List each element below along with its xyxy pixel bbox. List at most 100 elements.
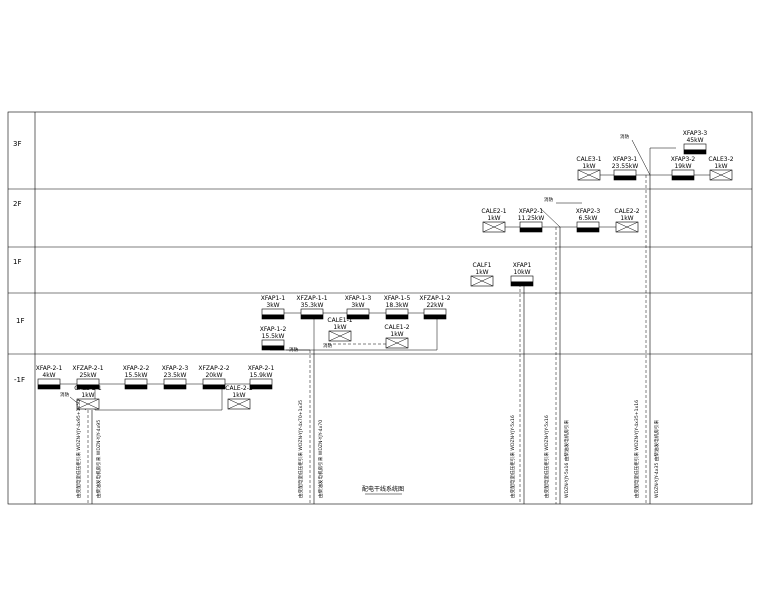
device-name-label: CALE3-1 — [576, 156, 601, 163]
device-power-label: 19kW — [674, 163, 691, 170]
device-name-label: CALE3-2 — [708, 156, 733, 163]
panel-fill — [577, 227, 599, 232]
panel-fill — [614, 175, 636, 180]
feeder-cable-note: WDZN-YJY-5x16 由柴油发电机房引来 — [563, 419, 570, 498]
device-name-label: CALE1-1 — [327, 317, 352, 324]
drawing-title: 配电干线系统图 — [362, 485, 404, 493]
device-power-label: 23.5kW — [164, 372, 187, 379]
feeder-cable-note: 由变配电室低压柜引来 WDZN-YJY-4x35+1x16 — [633, 400, 640, 498]
panel-fill — [262, 314, 284, 319]
device-power-label: 45kW — [686, 137, 703, 144]
floor-label: 3F — [13, 140, 21, 148]
junction-label: 消防 — [323, 342, 333, 349]
floor-label: -1F — [14, 376, 25, 384]
panel-fill — [347, 314, 369, 319]
device-power-label: 18.3kW — [386, 302, 409, 309]
cross-mark — [328, 330, 352, 342]
panel-fill — [301, 314, 323, 319]
feeder-cable-note: 由变配电室低压柜引来 WDZN-YJY-4x95+1x50 — [75, 400, 82, 498]
junction-label: 消防 — [60, 391, 70, 398]
device-power-label: 35.3kW — [301, 302, 324, 309]
device-name-label: XFAP1 — [513, 262, 532, 269]
distribution-panel: XFZAP-1-135.3kW — [296, 295, 328, 320]
distribution-panel: XFAP-2-323.5kW — [162, 365, 189, 390]
distribution-panel: XFAP3-123.55kW — [612, 156, 638, 181]
device-power-label: 1kW — [232, 392, 245, 399]
device-name-label: CALE1-2 — [384, 324, 409, 331]
device-power-label: 22kW — [426, 302, 443, 309]
device-power-label: 1kW — [620, 215, 633, 222]
feeder-cable-note: 由变配电室低压柜引来 WDZN-YJY-4x70+1x35 — [297, 400, 304, 498]
panel-fill — [38, 384, 60, 389]
device-power-label: 15.9kW — [250, 372, 273, 379]
device-name-label: CALE2-1 — [481, 208, 506, 215]
device-name-label: XFAP-1-3 — [345, 295, 372, 302]
device-name-label: XFZAP-2-1 — [72, 365, 103, 372]
floor-label: 1F — [16, 317, 24, 325]
distribution-panel: XFAP2-36.5kW — [576, 208, 601, 233]
device-name-label: XFZAP-1-2 — [419, 295, 450, 302]
panel-fill — [250, 384, 272, 389]
device-power-label: 1kW — [390, 331, 403, 338]
distribution-panel: XFAP-1-518.3kW — [384, 295, 411, 320]
device-name-label: CALE-2-1 — [74, 385, 102, 392]
cross-mark — [227, 398, 251, 410]
cross-mark — [385, 337, 409, 349]
feeder-cable-note: 由柴油发电机房引来 WDZN-YJY-4x95 — [95, 420, 102, 498]
feeder-dashed-lines — [87, 175, 647, 504]
panel-fill — [77, 384, 99, 389]
feeder-cable-note: 由柴油发电机房引来 WDZN-YJY-4x70 — [317, 420, 324, 498]
device-power-label: 10kW — [513, 269, 530, 276]
feeder-solid-lines — [91, 175, 651, 504]
device-power-label: 6.5kW — [579, 215, 598, 222]
device-name-label: XFZAP-1-1 — [296, 295, 327, 302]
panel-fill — [125, 384, 147, 389]
device-power-label: 1kW — [582, 163, 595, 170]
cross-mark — [577, 169, 601, 181]
device-power-label: 3kW — [351, 302, 364, 309]
device-power-label: 15.5kW — [262, 333, 285, 340]
device-power-label: 1kW — [81, 392, 94, 399]
device-name-label: CALE-2-2 — [225, 385, 253, 392]
feeder-cable-note: 由变配电室低压柜引来 WDZN-YJY-5x16 — [543, 415, 550, 498]
device-name-label: XFAP-2-1 — [36, 365, 63, 372]
floor-label: 1F — [13, 258, 21, 266]
panel-fill — [424, 314, 446, 319]
panel-fill — [672, 175, 694, 180]
feeder-cable-note: 由变配电室低压柜引来 WDZN-YJY-5x16 — [509, 415, 516, 498]
device-name-label: XFAP-1-5 — [384, 295, 411, 302]
device-power-label: 20kW — [205, 372, 222, 379]
panel-fill — [386, 314, 408, 319]
device-power-label: 25kW — [79, 372, 96, 379]
cross-mark — [709, 169, 733, 181]
device-name-label: CALF1 — [473, 262, 492, 269]
device-name-label: CALE2-2 — [614, 208, 639, 215]
device-name-label: XFZAP-2-2 — [198, 365, 229, 372]
device-name-label: XFAP-2-2 — [123, 365, 150, 372]
panel-fill — [203, 384, 225, 389]
device-name-label: XFAP-2-3 — [162, 365, 189, 372]
device-power-label: 3kW — [266, 302, 279, 309]
panel-fill — [520, 227, 542, 232]
distribution-panel: XFAP-1-215.5kW — [260, 326, 286, 351]
cross-mark — [470, 275, 494, 287]
device-power-label: 1kW — [333, 324, 346, 331]
device-name-label: XFAP2-3 — [576, 208, 601, 215]
distribution-panel: XFAP-2-115.9kW — [248, 365, 275, 390]
device-name-label: XFAP-2-1 — [248, 365, 275, 372]
junction-label: 消防 — [289, 346, 299, 353]
floor-label: 2F — [13, 200, 21, 208]
panel-fill — [262, 345, 284, 350]
cross-mark — [76, 398, 100, 410]
junction-label: 消防 — [620, 133, 630, 140]
